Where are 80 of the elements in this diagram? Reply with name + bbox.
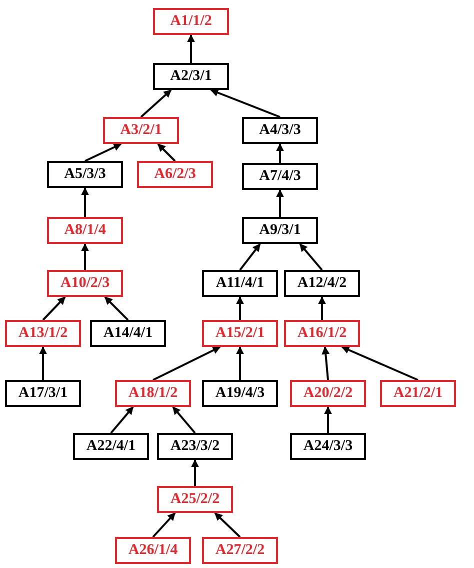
node-label: A3/2/1 (120, 122, 162, 139)
arrow (152, 346, 221, 381)
node-label: A1/1/2 (170, 13, 212, 30)
arrow (276, 189, 284, 217)
node-label: A13/1/2 (18, 325, 68, 342)
node-label: A10/2/3 (60, 275, 110, 292)
arrow (239, 243, 261, 271)
node-box (202, 270, 278, 297)
arrow (81, 243, 89, 270)
node-box (47, 270, 123, 297)
node-label: A19/4/3 (215, 385, 265, 402)
arrow (172, 406, 196, 434)
node-box (153, 63, 229, 90)
node-label: A17/3/1 (18, 385, 68, 402)
arrow (187, 34, 195, 63)
node-box (284, 270, 360, 297)
node-box (103, 117, 179, 144)
node-box (115, 380, 191, 407)
node-label: A20/2/2 (303, 385, 353, 402)
node-box (290, 380, 366, 407)
node-label: A23/3/2 (170, 438, 220, 455)
arrow (322, 346, 330, 380)
arrow (140, 89, 172, 118)
node-label: A26/1/4 (128, 542, 178, 559)
arrow (39, 346, 47, 380)
arrow (299, 243, 323, 271)
node-box (5, 380, 81, 407)
node-box (5, 320, 81, 347)
node-box (242, 117, 318, 144)
arrow (110, 406, 134, 434)
node-box (202, 380, 278, 407)
arrow (341, 346, 418, 381)
node-label: A18/1/2 (128, 385, 178, 402)
node-box (153, 8, 229, 35)
node-label: A9/3/1 (259, 222, 301, 239)
node-label: A2/3/1 (170, 68, 212, 85)
node-label: A21/2/1 (393, 385, 443, 402)
node-label: A11/4/1 (216, 275, 264, 292)
node-label: A4/3/3 (259, 122, 301, 139)
node-label: A8/1/4 (64, 222, 106, 239)
arrow (152, 512, 176, 538)
node-label: A27/2/2 (215, 542, 265, 559)
node-label: A16/1/2 (297, 325, 347, 342)
node-label: A24/3/3 (303, 438, 353, 455)
arrow (318, 296, 326, 320)
arrow (210, 88, 280, 118)
node-label: A14/4/1 (103, 325, 153, 342)
node-box (157, 486, 233, 513)
node-box (380, 380, 456, 407)
arrow (236, 346, 244, 380)
node-label: A6/2/3 (154, 166, 196, 183)
node-box (290, 433, 366, 460)
node-label: A22/4/1 (86, 438, 136, 455)
arrow (81, 187, 89, 217)
node-box (284, 320, 360, 347)
node-box (90, 320, 166, 347)
node-label: A25/2/2 (170, 491, 220, 508)
node-box (47, 161, 123, 188)
arrow (84, 143, 122, 162)
node-box (157, 433, 233, 460)
node-box (137, 161, 213, 188)
arrow (214, 512, 241, 538)
arrow (191, 459, 199, 486)
node-box (202, 537, 278, 564)
node-box (47, 217, 123, 244)
arrow (104, 296, 129, 321)
arrow (157, 143, 176, 162)
node-label: A12/4/2 (297, 275, 347, 292)
node-box (242, 217, 318, 244)
node-box (242, 163, 318, 190)
arrow (236, 296, 244, 320)
node-label: A5/3/3 (64, 166, 106, 183)
node-label: A15/2/1 (215, 325, 265, 342)
arrow (276, 143, 284, 163)
arrow (324, 406, 332, 433)
arrow (42, 296, 66, 321)
node-box (115, 537, 191, 564)
node-box (202, 320, 278, 347)
node-label: A7/4/3 (259, 168, 301, 185)
node-box (73, 433, 149, 460)
